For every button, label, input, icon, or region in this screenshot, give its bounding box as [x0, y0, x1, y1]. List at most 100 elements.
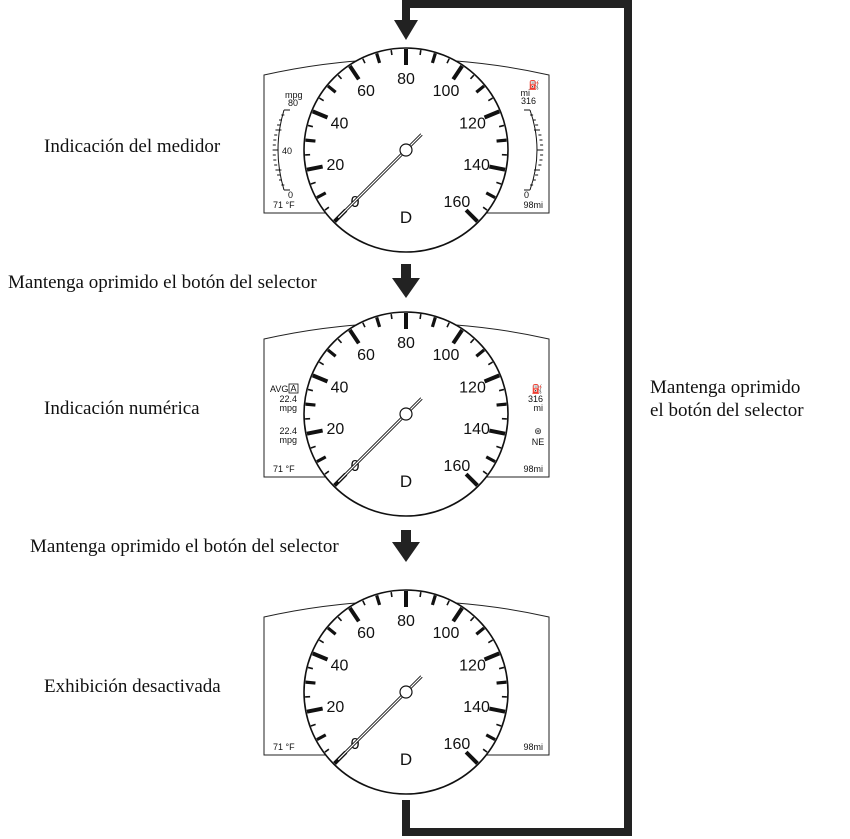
- dial-tick: [496, 680, 507, 685]
- mpg-unit-label: mpg: [285, 90, 303, 100]
- dial-tick: [464, 208, 479, 223]
- dial-tick: [475, 84, 486, 94]
- range-unit: mi: [534, 403, 544, 413]
- dial-tick: [318, 639, 325, 644]
- dial-tick: [487, 361, 494, 366]
- mode-label-numeric: Indicación numérica: [44, 398, 200, 419]
- arrow-1-head: [392, 278, 420, 298]
- dial-tick: [316, 733, 327, 742]
- dial-tick: [496, 402, 507, 407]
- range-gauge-arc: [529, 109, 538, 191]
- dial-tick: [375, 316, 382, 328]
- dial-tick: [469, 74, 475, 80]
- dial-tick: [498, 388, 505, 392]
- dial-tick: [310, 181, 316, 185]
- dial-number: 80: [397, 71, 415, 88]
- dial-tick: [326, 84, 337, 94]
- temperature-readout: 71 °F: [273, 742, 295, 752]
- dial-tick: [324, 206, 330, 211]
- needle-hub: [399, 685, 413, 699]
- dial-tick: [311, 373, 329, 384]
- dial-tick: [485, 191, 496, 200]
- needle-hub: [399, 407, 413, 421]
- dial-tick: [488, 428, 506, 436]
- mpg-max-label: 80: [288, 98, 298, 108]
- dial-tick: [485, 455, 496, 464]
- mode-label-meter: Indicación del medidor: [44, 136, 221, 157]
- dial-tick: [487, 639, 494, 644]
- avg-value: 22.4: [279, 394, 297, 404]
- avg-unit: mpg: [279, 403, 297, 413]
- dial-tick: [318, 97, 325, 102]
- dial-number: 100: [433, 347, 460, 364]
- range-min-label: 0: [524, 190, 529, 200]
- dial-tick: [446, 58, 450, 64]
- dial-tick: [483, 651, 501, 662]
- dial-tick: [326, 348, 337, 358]
- dial-number: 80: [397, 335, 415, 352]
- trip-readout: 98mi: [523, 742, 543, 752]
- range-value: 316: [528, 394, 543, 404]
- gear-indicator: D: [400, 472, 412, 491]
- dial-tick: [488, 164, 506, 172]
- dial-number: 160: [444, 736, 471, 753]
- top-arrow-shaft: [402, 8, 410, 20]
- dial-tick: [496, 138, 507, 143]
- dial-number: 160: [444, 194, 471, 211]
- dial-tick: [362, 322, 366, 328]
- dial-tick: [496, 723, 502, 727]
- dial-tick: [483, 373, 501, 384]
- dial-tick: [475, 348, 486, 358]
- dial-number: 140: [463, 421, 490, 438]
- arrow-1-shaft: [401, 264, 411, 280]
- avg-mode-box: [288, 383, 299, 394]
- dial-tick: [451, 606, 464, 623]
- dial-tick: [446, 600, 450, 606]
- dial-tick: [430, 594, 437, 606]
- inst-unit: mpg: [279, 435, 297, 445]
- dial-tick: [305, 680, 316, 685]
- dial-number: 120: [459, 657, 486, 674]
- dial-tick: [482, 206, 488, 211]
- dial-tick: [430, 52, 437, 64]
- dial-tick: [375, 594, 382, 606]
- compass-direction: NE: [532, 437, 545, 447]
- range-value-label: 316: [521, 96, 536, 106]
- dial-tick: [451, 328, 464, 345]
- return-instruction-line2: el botón del selector: [650, 400, 804, 421]
- dial-tick: [419, 591, 422, 598]
- dial-tick: [483, 109, 501, 120]
- dial-tick: [337, 616, 343, 622]
- dial-number: 80: [397, 613, 415, 630]
- dial-number: 100: [433, 625, 460, 642]
- dial-number: 60: [357, 83, 375, 100]
- dial-tick: [469, 338, 475, 344]
- dial-number: 40: [331, 115, 349, 132]
- dial-tick: [305, 402, 316, 407]
- dial-tick: [337, 74, 343, 80]
- dial-number: 20: [326, 157, 344, 174]
- dial-tick: [348, 64, 361, 81]
- dial-tick: [430, 316, 437, 328]
- range-unit-label: mi: [521, 88, 531, 98]
- dial-number: 20: [326, 699, 344, 716]
- dial-number: 100: [433, 83, 460, 100]
- dial-tick: [464, 750, 479, 765]
- mpg-mid-label: 40: [282, 146, 292, 156]
- dial-tick: [316, 455, 327, 464]
- dial-tick: [375, 52, 382, 64]
- dial-tick: [316, 191, 327, 200]
- return-instruction-line1: Mantenga oprimido: [650, 377, 801, 398]
- dial-tick: [482, 748, 488, 753]
- dial-tick: [464, 472, 479, 487]
- mode-label-off: Exhibición desactivada: [44, 676, 221, 697]
- arrow-2-head: [392, 542, 420, 562]
- dial-tick: [311, 109, 329, 120]
- fuel-pump-icon: ⛽: [529, 79, 540, 90]
- inst-value: 22.4: [279, 426, 297, 436]
- temperature-readout: 71 °F: [273, 464, 295, 474]
